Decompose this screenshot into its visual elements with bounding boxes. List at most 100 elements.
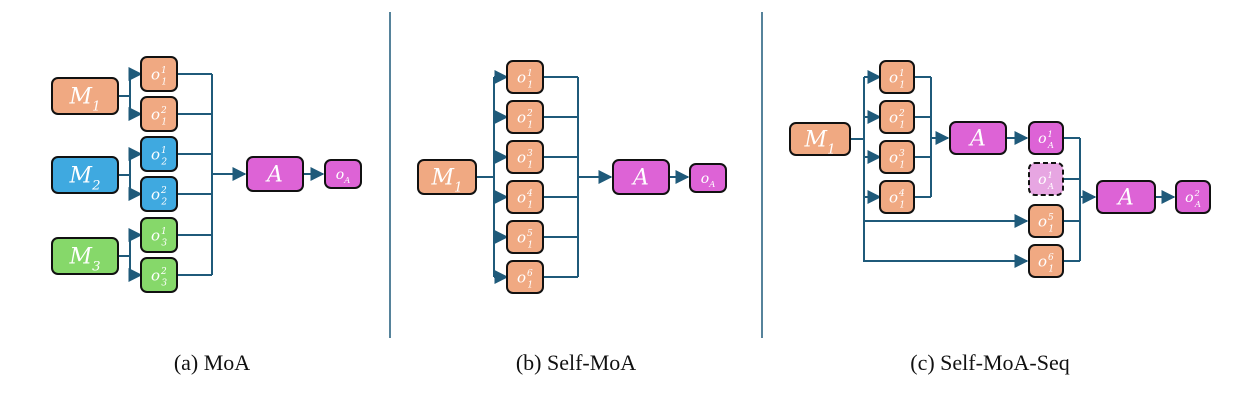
aggregator-b-label: A [631, 166, 649, 191]
output-a-1-box [140, 56, 178, 92]
aggregator-a-box [246, 156, 304, 192]
final-output-b: oA [689, 163, 727, 193]
model-a-1: M1 [51, 77, 119, 115]
output-a-6-box [140, 257, 178, 293]
output-b-5-box [506, 220, 544, 254]
intermediate-output-copy-c-box [1028, 162, 1064, 196]
final-output-b-label: oA [701, 171, 716, 189]
model-c: M1 [789, 122, 851, 158]
model-a-3: M3 [51, 237, 119, 275]
output-c-4-box [879, 180, 915, 214]
aggregator-b: A [612, 159, 670, 195]
output-b-3-box [506, 140, 544, 174]
output-b-6-box [506, 260, 544, 294]
edges-layer [118, 67, 1176, 284]
output-b-2-box [506, 100, 544, 134]
model-a-2-label: M2 [69, 164, 101, 194]
output-c-6-box [1028, 244, 1064, 278]
output-c-1-box [879, 60, 915, 94]
aggregator-a: A [246, 156, 304, 192]
model-b-label: M1 [431, 166, 463, 196]
aggregator-c-2-label: A [1116, 186, 1134, 211]
caption-self-moa: (b) Self-MoA [516, 350, 636, 375]
final-output-a-box [324, 159, 362, 189]
aggregator-c-1-label: A [968, 127, 986, 152]
output-c-2-box [879, 100, 915, 134]
aggregator-c-1: A [949, 121, 1007, 155]
model-a-3-box [51, 237, 119, 275]
aggregator-c-1-box [949, 121, 1007, 155]
output-c-3-box [879, 140, 915, 174]
model-a-1-box [51, 77, 119, 115]
caption-self-moa-seq: (c) Self-MoA-Seq [910, 350, 1069, 375]
model-b-box [417, 159, 477, 195]
model-c-box [789, 122, 851, 156]
output-a-5-box [140, 217, 178, 253]
model-b: M1 [417, 159, 477, 196]
aggregator-c-2-box [1096, 180, 1156, 214]
final-output-a: oA [324, 159, 362, 189]
final-output-a-label: oA [336, 167, 351, 185]
aggregator-a-label: A [265, 163, 283, 188]
output-c-5-box [1028, 204, 1064, 238]
output-a-3-box [140, 136, 178, 172]
model-c-label: M1 [804, 128, 836, 158]
final-output-b-box [689, 163, 727, 193]
caption-moa: (a) MoA [174, 350, 250, 375]
aggregator-b-box [612, 159, 670, 195]
final-output-c-box [1175, 180, 1211, 214]
aggregator-c-2: A [1096, 180, 1156, 214]
output-a-2-box [140, 96, 178, 132]
model-a-2-box [51, 156, 119, 194]
intermediate-output-c-box [1028, 121, 1064, 155]
model-a-2: M2 [51, 156, 119, 194]
model-a-1-label: M1 [69, 85, 101, 115]
output-a-4-box [140, 176, 178, 212]
output-b-1-box [506, 60, 544, 94]
output-b-4-box [506, 180, 544, 214]
